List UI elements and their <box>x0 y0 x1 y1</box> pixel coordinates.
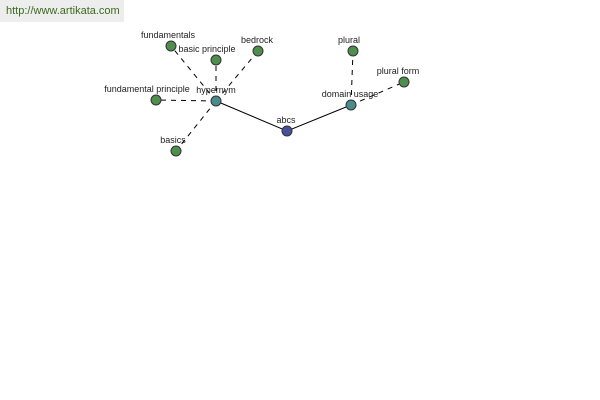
node-label-fundamental-principle[interactable]: fundamental principle <box>104 84 190 94</box>
node-domain-usage[interactable]: domain usage <box>322 89 379 111</box>
node-label-basics[interactable]: basics <box>160 135 186 145</box>
edges-layer <box>155 45 405 152</box>
node-fundamental-principle[interactable]: fundamental principle <box>104 84 190 106</box>
nodes-layer: abcs hypernym domain usage fundamentals basi… <box>104 30 420 157</box>
node-circle-fundamental-principle[interactable] <box>150 94 162 106</box>
node-basics[interactable]: basics <box>160 135 186 157</box>
node-hypernym[interactable]: hypernym <box>196 85 236 107</box>
node-circle-hypernym[interactable] <box>210 95 222 107</box>
edge-hypernym-bedrock <box>215 50 259 102</box>
edge-abcs-domain-usage <box>286 104 352 132</box>
node-basic-principle[interactable]: basic principle <box>178 44 236 66</box>
node-plural[interactable]: plural <box>338 35 360 57</box>
node-circle-basics[interactable] <box>170 145 182 157</box>
node-circle-bedrock[interactable] <box>252 45 264 57</box>
node-fundamentals[interactable]: fundamentals <box>141 30 196 52</box>
site-watermark: http://www.artikata.com <box>0 0 124 22</box>
edge-hypernym-fundamentals <box>170 45 217 102</box>
node-circle-abcs[interactable] <box>281 125 293 137</box>
node-circle-plural-form[interactable] <box>398 76 410 88</box>
node-label-basic-principle[interactable]: basic principle <box>178 44 235 54</box>
node-plural-form[interactable]: plural form <box>377 66 420 88</box>
node-circle-fundamentals[interactable] <box>165 40 177 52</box>
node-circle-basic-principle[interactable] <box>210 54 222 66</box>
node-label-fundamentals[interactable]: fundamentals <box>141 30 196 40</box>
node-bedrock[interactable]: bedrock <box>241 35 274 57</box>
edge-hypernym-fundamental-principle <box>155 99 217 102</box>
node-label-plural[interactable]: plural <box>338 35 360 45</box>
node-circle-plural[interactable] <box>347 45 359 57</box>
node-abcs[interactable]: abcs <box>276 115 296 137</box>
node-label-bedrock[interactable]: bedrock <box>241 35 274 45</box>
node-label-domain-usage[interactable]: domain usage <box>322 89 379 99</box>
node-circle-domain-usage[interactable] <box>345 99 357 111</box>
edge-abcs-hypernym <box>215 100 288 132</box>
node-label-plural-form[interactable]: plural form <box>377 66 420 76</box>
edge-hypernym-basics <box>175 100 217 152</box>
node-label-hypernym[interactable]: hypernym <box>196 85 236 95</box>
node-label-abcs[interactable]: abcs <box>276 115 296 125</box>
